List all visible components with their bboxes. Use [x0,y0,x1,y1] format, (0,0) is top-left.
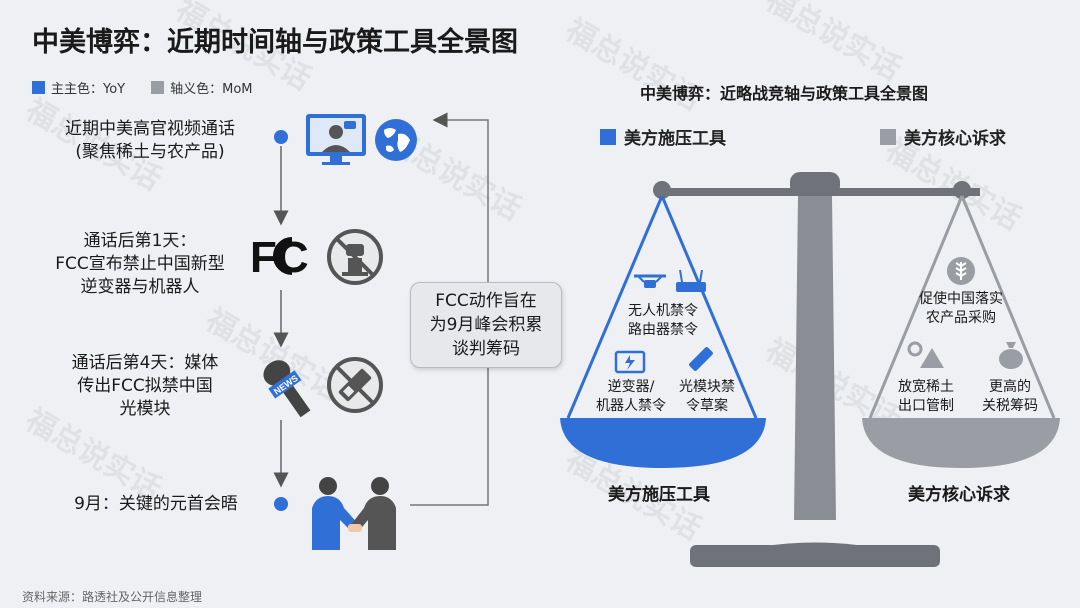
legend: 主主色：YoY 轴义色：MoM [32,78,279,97]
fcc-logo-icon: FC [248,232,312,282]
page-title: 中美博弈：近期时间轴与政策工具全景图 [32,27,518,58]
legend-label-1: 主主色：YoY [51,82,126,97]
globe-icon [375,119,417,161]
right-pan-item-3: 更高的 关税筹码 [982,379,1038,414]
fcc-summary-box: FCC动作旨在 为9月峰会积累 谈判筹码 [410,282,562,368]
timeline-dot-1 [274,130,288,144]
timeline-event-2: 通话后第1天： FCC宣布禁止中国新型 逆变器与机器人 [55,231,225,297]
legend-swatch-blue [32,81,45,94]
timeline-event-4: 9月：关键的元首会晤 [74,494,238,514]
timeline-event-1: 近期中美高官视频通话 (聚焦稀土与农产品) [65,119,235,162]
scale-legend-swatch-blue [600,128,616,145]
svg-text:FC: FC [250,233,309,280]
scale-legend-swatch-gray [880,128,896,145]
video-call-icon [306,114,366,165]
handshake-icon [312,477,396,550]
news-microphone-icon: NEWS [263,360,311,418]
right-pan-item-1: 促使中国落实 农产品采购 [919,291,1003,326]
right-pan-label: 美方核心诉求 [908,485,1010,505]
money-bag-icon [999,342,1023,369]
drone-icon [634,274,666,288]
balance-scale [560,172,1060,567]
scale-title: 中美博弈：近略战竞轴与政策工具全景图 [640,84,929,103]
rare-earth-icon [907,341,944,368]
inverter-icon [614,350,646,374]
scale-legend-right: 美方核心诉求 [880,124,1006,149]
right-pan-item-2: 放宽稀土 出口管制 [898,379,954,414]
legend-swatch-gray [151,81,165,94]
left-pan-item-2: 逆变器/ 机器人禁令 [596,379,666,414]
wheat-icon [947,257,975,285]
source-note: 资料来源：路透社及公开信息整理 [22,590,203,604]
no-optical-module-icon [327,357,383,413]
legend-label-2: 轴义色：MoM [170,82,253,97]
left-pan-item-3: 光模块禁 令草案 [679,379,735,414]
optical-module-icon [689,347,713,371]
left-pan-item-1: 无人机禁令 路由器禁令 [628,303,698,338]
no-robot-icon [327,229,383,285]
router-icon [676,269,706,292]
timeline-dot-4 [274,497,288,511]
scale-legend-left: 美方施压工具 [600,124,726,149]
timeline-event-3: 通话后第4天：媒体 传出FCC拟禁中国 光模块 [71,353,219,419]
left-pan-label: 美方施压工具 [608,485,710,505]
